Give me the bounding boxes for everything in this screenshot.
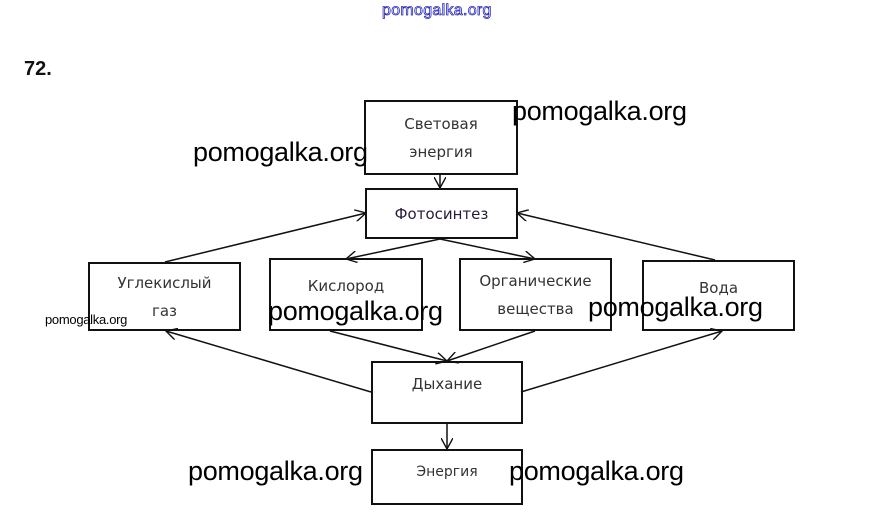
node-light-energy-line1: Световая xyxy=(404,114,478,133)
node-water: Вода xyxy=(642,260,795,331)
node-organic-line2: вещества xyxy=(497,299,574,318)
node-oxygen-label: Кислород xyxy=(307,277,385,295)
node-organic: Органические вещества xyxy=(459,258,612,331)
edge-photosynthesis-to-oxygen xyxy=(346,238,441,259)
node-co2: Углекислый газ xyxy=(88,262,241,331)
header-watermark: pomogalka.org xyxy=(382,2,492,20)
watermark: pomogalka.org xyxy=(45,312,128,327)
node-water-label: Вода xyxy=(698,279,739,297)
node-respiration-label: Дыхание xyxy=(411,375,483,393)
task-number: 72. xyxy=(24,58,52,80)
watermark: pomogalka.org xyxy=(188,456,363,486)
node-respiration: Дыхание xyxy=(371,361,523,424)
node-organic-line1: Органические xyxy=(479,271,592,290)
node-co2-line1: Углекислый xyxy=(117,273,212,292)
node-light-energy-line2: энергия xyxy=(409,142,473,161)
edge-co2-to-photosynthesis xyxy=(164,213,366,263)
node-photosynthesis: Фотосинтез xyxy=(365,188,518,239)
edge-respiration-to-co2 xyxy=(166,331,372,393)
edge-respiration-to-water xyxy=(520,331,722,393)
node-energy-label: Энергия xyxy=(416,464,478,480)
edge-oxygen-to-respiration xyxy=(329,330,447,361)
edge-photosynthesis-to-organic xyxy=(439,238,535,259)
watermark: pomogalka.org xyxy=(588,292,763,322)
watermark: pomogalka.org xyxy=(512,96,687,126)
watermark: pomogalka.org xyxy=(268,296,443,326)
node-oxygen: Кислород xyxy=(269,258,423,331)
node-co2-line2: газ xyxy=(151,301,178,320)
node-energy: Энергия xyxy=(371,449,523,505)
watermark: pomogalka.org xyxy=(509,456,684,486)
node-light-energy: Световая энергия xyxy=(364,100,518,175)
edge-water-to-photosynthesis xyxy=(517,213,716,261)
edge-organic-to-respiration xyxy=(447,330,536,361)
node-photosynthesis-label: Фотосинтез xyxy=(394,204,489,223)
watermark: pomogalka.org xyxy=(193,137,368,167)
